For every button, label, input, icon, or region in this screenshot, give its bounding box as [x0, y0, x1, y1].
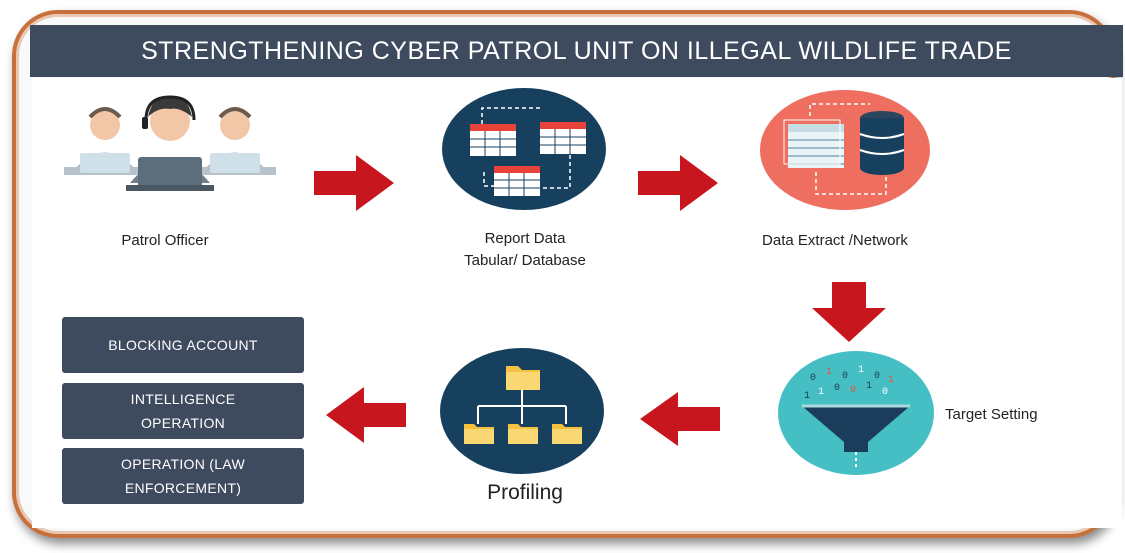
data-extract-database-icon	[760, 90, 930, 210]
title-text: STRENGTHENING CYBER PATROL UNIT ON ILLEG…	[141, 36, 1012, 65]
label-target-setting: Target Setting	[945, 406, 1038, 423]
svg-text:1: 1	[804, 391, 810, 402]
outcome-blocking-account: BLOCKING ACCOUNT	[62, 317, 304, 373]
svg-text:1: 1	[888, 375, 894, 386]
svg-text:0: 0	[874, 371, 880, 382]
arrow-right-icon	[314, 155, 394, 211]
svg-text:0: 0	[810, 373, 816, 384]
report-data-table-icon	[442, 88, 606, 210]
arrow-down-icon	[812, 282, 886, 342]
svg-text:0: 0	[882, 387, 888, 398]
svg-text:0: 0	[834, 383, 840, 394]
label-report-data: Report Data Tabular/ Database	[440, 228, 610, 272]
profiling-hierarchy-icon	[440, 348, 604, 474]
svg-text:0: 0	[850, 385, 856, 396]
svg-text:1: 1	[866, 381, 872, 392]
outcome-blocking-account-text: BLOCKING ACCOUNT	[108, 337, 258, 353]
svg-text:1: 1	[826, 367, 832, 378]
label-profiling: Profiling	[487, 481, 563, 504]
label-data-extract: Data Extract /Network	[762, 232, 908, 249]
label-patrol-officer: Patrol Officer	[121, 232, 209, 249]
outcome-operation-line2: ENFORCEMENT)	[124, 480, 242, 496]
arrow-left-icon	[326, 387, 406, 443]
svg-text:1: 1	[818, 387, 824, 398]
patrol-officers-icon	[64, 95, 276, 191]
label-report-data-line1: Report Data	[484, 230, 566, 247]
diagram-title: STRENGTHENING CYBER PATROL UNIT ON ILLEG…	[30, 25, 1123, 77]
outcome-operation-line1: OPERATION (LAW	[121, 456, 245, 472]
outcome-intelligence-line2: OPERATION	[140, 415, 226, 431]
svg-text:0: 0	[842, 371, 848, 382]
label-report-data-line2: Tabular/ Database	[464, 252, 586, 269]
arrow-right-icon	[638, 155, 718, 211]
outcome-operation-law-enforcement: OPERATION (LAW ENFORCEMENT)	[62, 448, 304, 504]
arrow-left-icon	[640, 392, 720, 446]
outcome-intelligence-operation: INTELLIGENCE OPERATION	[62, 383, 304, 439]
svg-text:1: 1	[858, 365, 864, 376]
outcome-intelligence-line1: INTELLIGENCE	[130, 391, 236, 407]
